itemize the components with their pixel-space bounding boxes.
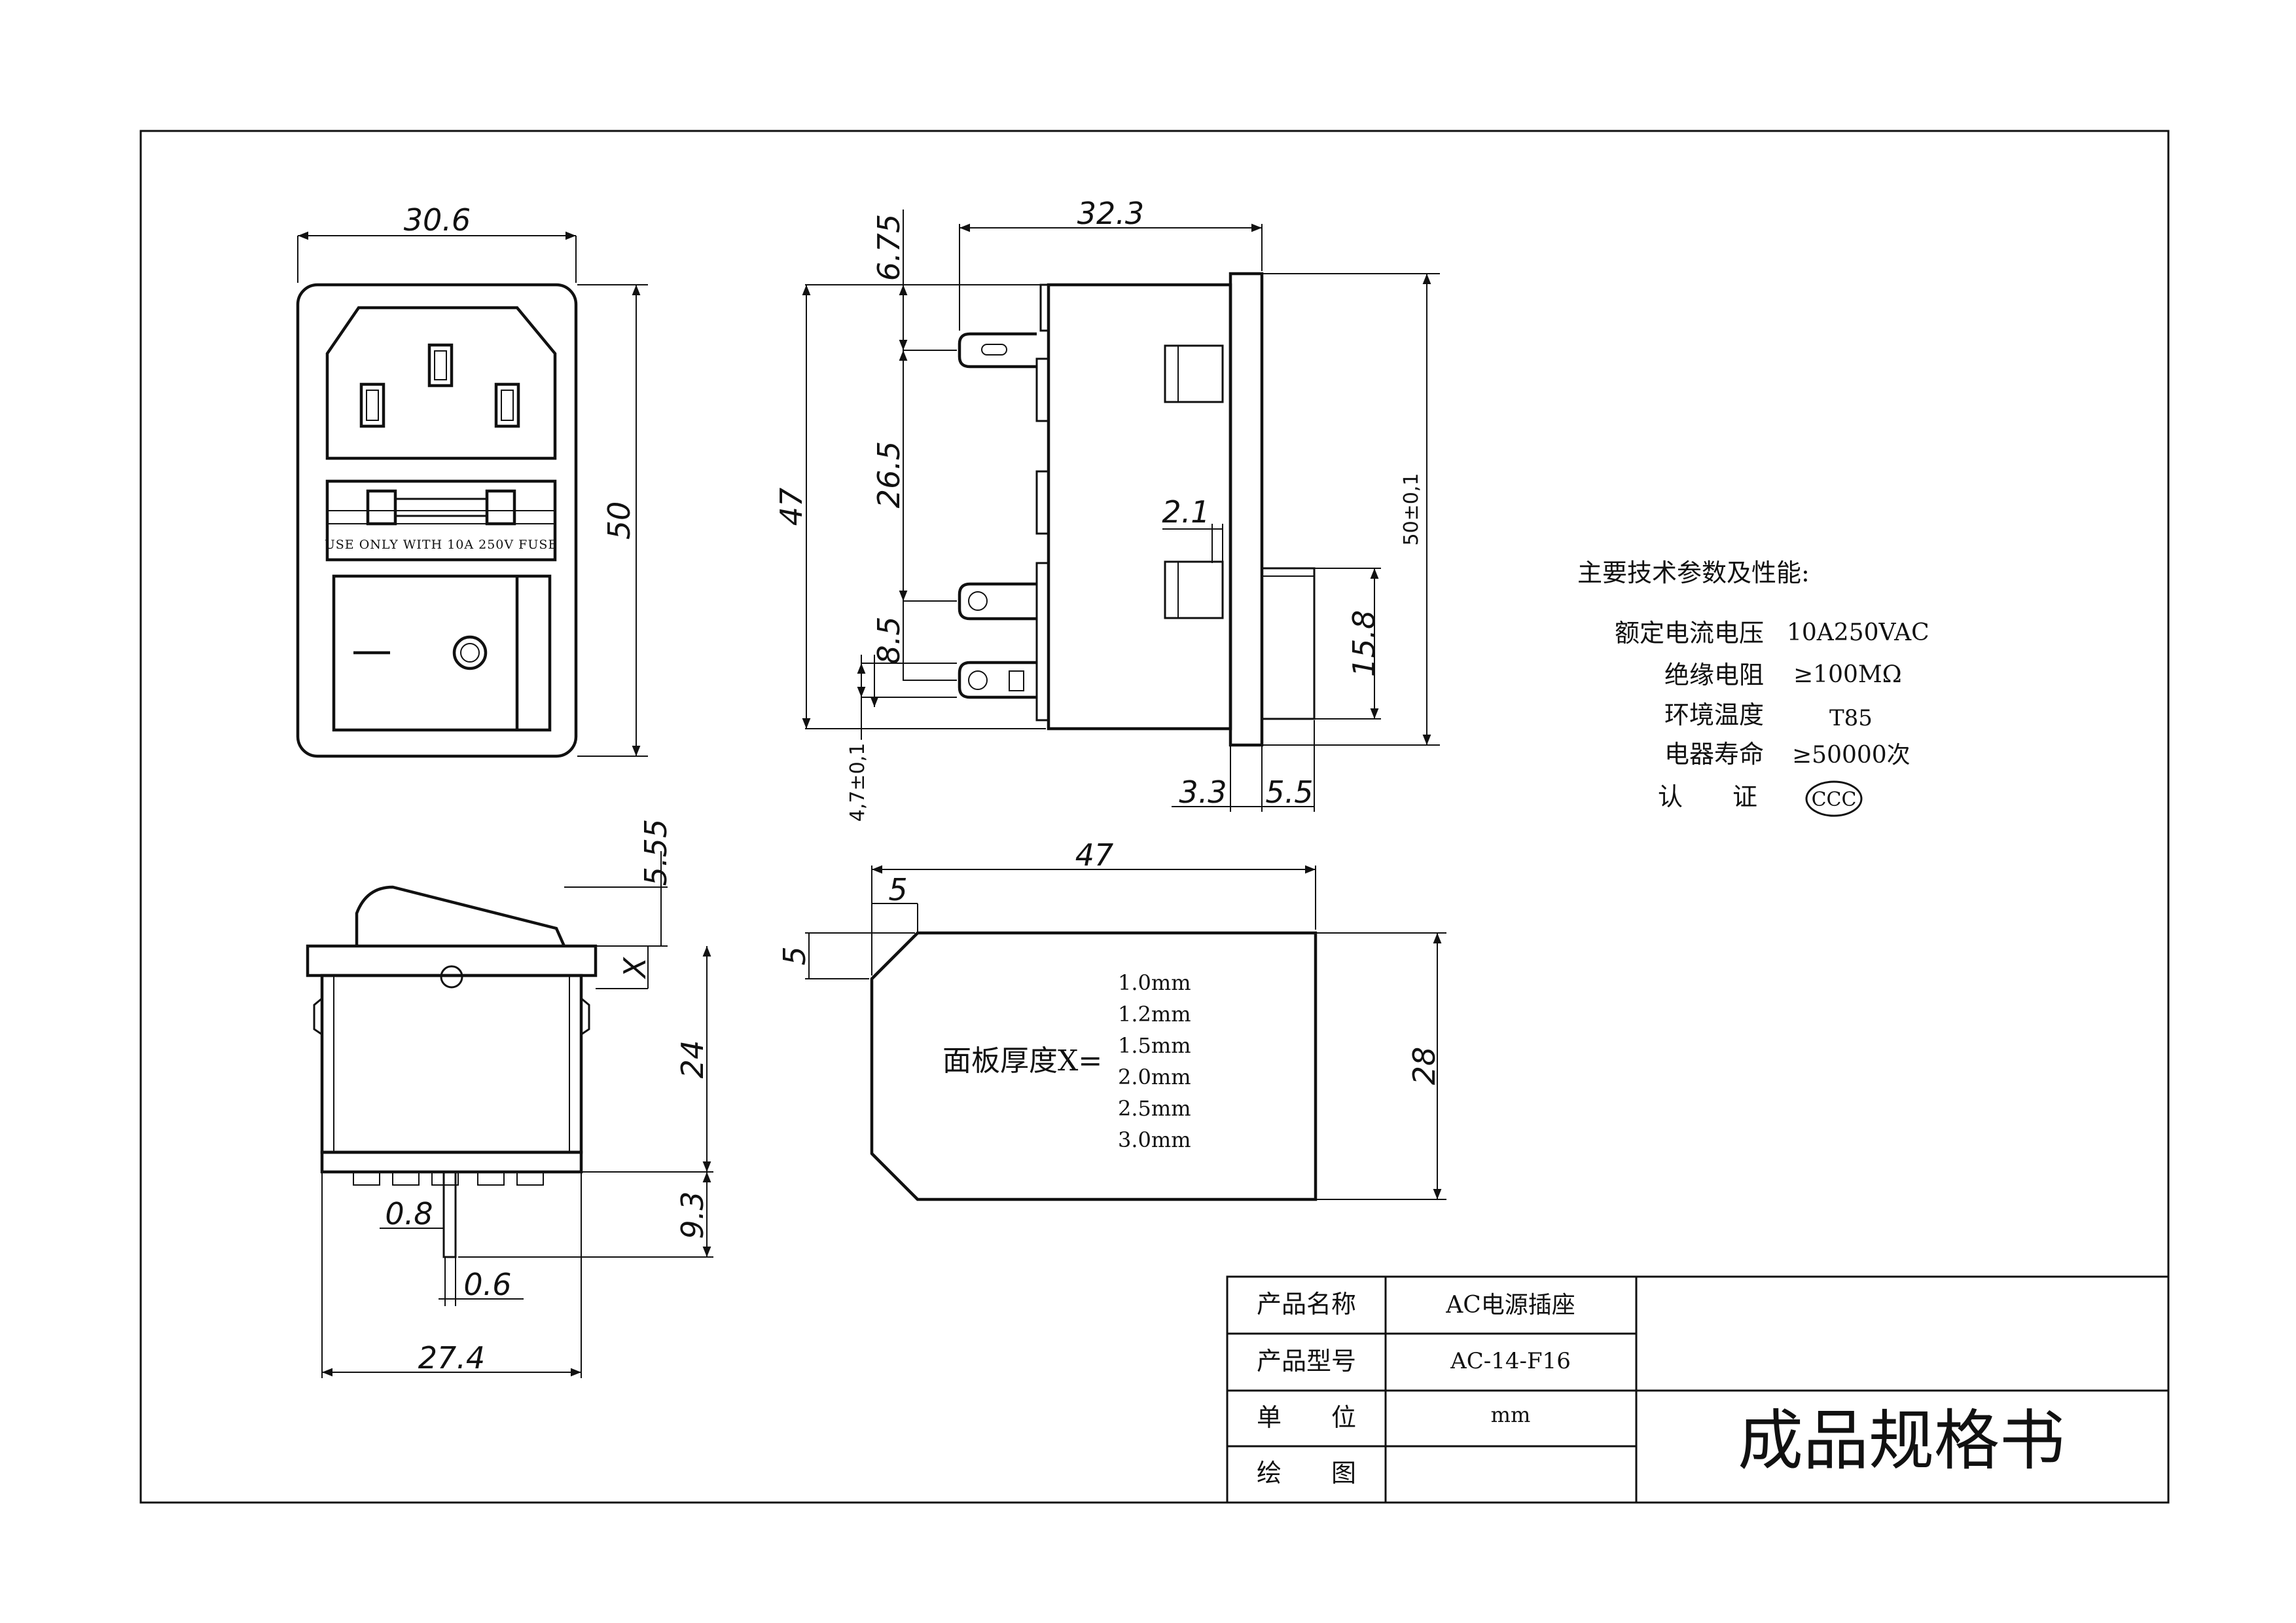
fuse-cap-right xyxy=(485,489,516,526)
title-value-model: AC-14-F16 xyxy=(1450,1348,1571,1374)
spec-value-life: ≥50000次 xyxy=(1792,742,1910,769)
latch-lower xyxy=(1164,560,1224,619)
inlet-pin-neutral xyxy=(494,382,520,428)
sheet-border xyxy=(139,130,2170,1504)
title-value-name: AC电源插座 xyxy=(1445,1292,1575,1319)
terminal-earth xyxy=(958,332,1037,369)
dim-x: X xyxy=(617,957,653,979)
dim-width-30-6: 30.6 xyxy=(404,202,471,238)
dim-26-5: 26.5 xyxy=(871,441,906,508)
thickness-option: 1.5mm xyxy=(1118,1033,1191,1058)
thickness-option: 2.0mm xyxy=(1118,1065,1191,1089)
dim-0-8: 0.8 xyxy=(385,1196,433,1231)
dim-32-3: 32.3 xyxy=(1077,196,1144,231)
side-rocker-boss xyxy=(1261,567,1316,720)
thickness-option: 1.2mm xyxy=(1118,1002,1191,1027)
dim-5-top: 5 xyxy=(888,872,907,907)
dim-5-left: 5 xyxy=(777,946,812,965)
rocker-profile xyxy=(355,885,566,947)
fuse-label: USE ONLY WITH 10A 250V FUSE xyxy=(325,538,558,552)
terminal-pin xyxy=(442,1171,457,1258)
bottom-body xyxy=(320,974,583,1154)
inlet-pin-earth-inner xyxy=(434,350,447,380)
spec-label-life: 电器寿命 xyxy=(1664,740,1764,769)
spec-value-rated: 10A250VAC xyxy=(1787,619,1929,646)
dim-50-tol: 50±0,1 xyxy=(1400,473,1423,545)
dim-6-75: 6.75 xyxy=(871,214,906,281)
dim-15-8: 15.8 xyxy=(1346,610,1382,677)
spec-value-cert: CCC xyxy=(1812,788,1857,811)
spec-value-temperature: T85 xyxy=(1829,705,1873,731)
fuse-holder xyxy=(325,479,557,562)
dim-3-3: 3.3 xyxy=(1179,775,1227,810)
ccc-mark xyxy=(1805,780,1863,817)
dim-47-cutout: 47 xyxy=(1075,837,1114,873)
terminal-live xyxy=(958,582,1037,621)
front-body xyxy=(296,283,578,758)
title-block: 产品名称 AC电源插座 产品型号 AC-14-F16 单 位 mm 绘 图 成品… xyxy=(1226,1275,2170,1504)
iec-inlet-outline xyxy=(325,306,557,460)
inlet-pin-live xyxy=(359,382,386,428)
dim-5-55: 5.55 xyxy=(638,819,673,886)
front-view: USE ONLY WITH 10A 250V FUSE 30.6 50 xyxy=(296,202,648,758)
dim-height-50: 50 xyxy=(601,501,637,540)
panel-thickness-label: 面板厚度X= xyxy=(942,1044,1102,1078)
thickness-option: 3.0mm xyxy=(1118,1127,1191,1152)
dim-28: 28 xyxy=(1407,1047,1442,1085)
fuse-body xyxy=(394,498,488,517)
dim-47-side: 47 xyxy=(774,488,809,526)
title-label-model: 产品型号 xyxy=(1257,1347,1356,1376)
dim-5-5: 5.5 xyxy=(1265,775,1313,810)
bottom-terminals-block xyxy=(320,1150,583,1174)
spec-label-cert: 认 证 xyxy=(1658,782,1757,811)
bottom-view: 5.55 X 24 9.3 0.8 0.6 27.4 xyxy=(306,819,713,1378)
spec-value-insulation: ≥100MΩ xyxy=(1793,661,1902,688)
terminal-neutral xyxy=(958,661,1037,699)
latch-upper xyxy=(1164,344,1224,403)
specs-block: 主要技术参数及性能: 额定电流电压 10A250VAC 绝缘电阻 ≥100MΩ … xyxy=(1577,558,1929,817)
title-label-name: 产品名称 xyxy=(1257,1290,1356,1319)
dim-8-5: 8.5 xyxy=(871,616,906,664)
inlet-pin-neutral-inner xyxy=(501,390,514,421)
spec-label-rated: 额定电流电压 xyxy=(1615,619,1764,647)
title-label-drawn: 绘 图 xyxy=(1257,1459,1356,1487)
side-view: 32.3 47 6.75 26.5 8.5 4,7±0,1 2.1 50±0,1… xyxy=(774,196,1440,822)
panel-cutout-view: 47 5 5 28 面板厚度X= 1.0mm 1.2mm 1.5mm 2.0mm… xyxy=(777,837,1446,1201)
title-value-unit: mm xyxy=(1491,1402,1531,1427)
dim-2-1: 2.1 xyxy=(1162,494,1210,530)
rocker-switch xyxy=(332,574,552,732)
side-flange xyxy=(1229,272,1264,747)
thickness-option: 1.0mm xyxy=(1118,970,1191,995)
dim-4-7: 4,7±0,1 xyxy=(846,743,869,822)
switch-on-mark xyxy=(452,635,488,670)
dim-27-4: 27.4 xyxy=(418,1340,485,1376)
spec-label-insulation: 绝缘电阻 xyxy=(1664,661,1764,689)
inlet-pin-earth xyxy=(427,343,454,388)
thickness-option: 2.5mm xyxy=(1118,1096,1191,1121)
specs-heading: 主要技术参数及性能: xyxy=(1577,558,1810,587)
fuse-cap-left xyxy=(366,489,397,526)
spec-label-temperature: 环境温度 xyxy=(1664,701,1764,729)
inlet-pin-live-inner xyxy=(366,390,379,421)
title-label-unit: 单 位 xyxy=(1257,1403,1356,1432)
document-title: 成品规格书 xyxy=(1738,1402,2065,1479)
dim-9-3: 9.3 xyxy=(675,1191,710,1239)
dim-0-6: 0.6 xyxy=(463,1267,511,1302)
dim-24: 24 xyxy=(675,1040,710,1079)
bottom-flange xyxy=(306,944,598,977)
